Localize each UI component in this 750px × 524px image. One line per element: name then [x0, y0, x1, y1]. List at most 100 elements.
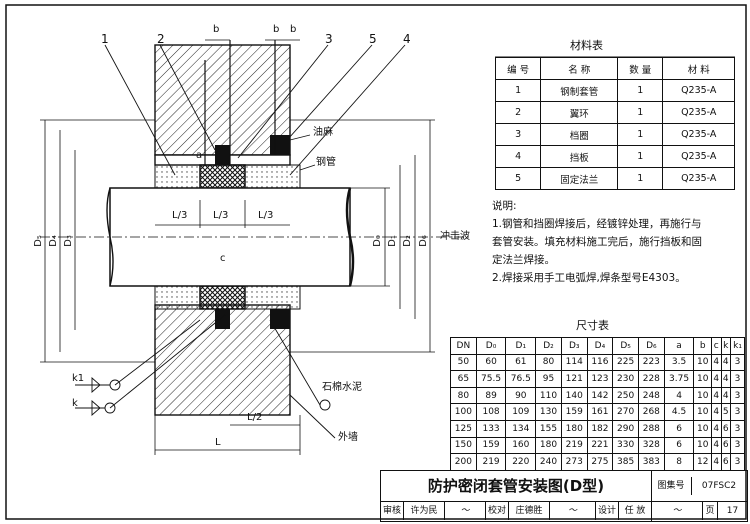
dimensions-header: D₃: [560, 337, 588, 355]
label-l3-b: L/3: [213, 210, 229, 221]
design-label: 设计: [596, 502, 619, 520]
dimensions-cell: 109: [505, 403, 537, 421]
label-asbestos-cement: 石棉水泥: [322, 382, 362, 393]
materials-cell: Q235-A: [662, 101, 735, 124]
dimensions-cell: 4: [720, 353, 732, 372]
atlas-number: 07FSC2: [701, 481, 737, 491]
dimensions-cell: 159: [475, 436, 507, 455]
dimensions-cell: 80: [535, 353, 562, 372]
callout-1: 1: [101, 32, 109, 46]
materials-cell: 固定法兰: [540, 167, 619, 190]
notes: 说明: 1.钢管和挡圈焊接后，经镀锌处理，再施行与 套管安装。填充材料施工完后，…: [492, 197, 742, 287]
diameter-dimensions: [40, 119, 435, 363]
dimensions-cell: 50: [450, 353, 477, 372]
materials-cell: 1: [617, 167, 664, 190]
label-l3-a: L/3: [172, 210, 188, 221]
dimensions-cell: 182: [586, 419, 614, 438]
flange-plates: [204, 40, 290, 329]
dimensions-cell: 10: [693, 419, 713, 438]
label-d6: D₆: [417, 235, 429, 247]
dimensions-cell: 268: [637, 403, 665, 421]
dimensions-cell: 108: [475, 403, 507, 421]
check-label: 校对: [486, 502, 509, 520]
materials-header: 编 号: [494, 57, 542, 80]
materials-cell: 挡板: [540, 145, 619, 168]
dimensions-header: D₂: [535, 337, 562, 355]
length-dimensions: [154, 39, 301, 455]
dimensions-cell: 121: [560, 370, 588, 388]
dimensions-cell: 89: [475, 386, 507, 405]
materials-cell: 1: [494, 79, 542, 102]
materials-cell: 3: [494, 123, 542, 146]
dimensions-cell: 5: [720, 403, 732, 421]
materials-cell: 翼环: [540, 101, 619, 124]
label-a: a: [196, 150, 203, 161]
materials-cell: Q235-A: [662, 123, 735, 146]
dimensions-cell: 114: [560, 353, 588, 372]
label-grease: 油麻: [313, 127, 333, 138]
dimensions-cell: 12: [693, 453, 713, 471]
title-block: 防护密闭套管安装图(D型) 图集号 07FSC2 审核 许为民 〜 校对 庄德胜…: [380, 470, 748, 522]
dimensions-cell: 123: [586, 370, 614, 388]
wall-section-upper: [154, 44, 291, 156]
dimensions-cell: 61: [505, 353, 537, 372]
dimensions-cell: 3: [730, 436, 745, 455]
dimensions-cell: 4: [711, 370, 722, 388]
dimensions-header: a: [663, 337, 695, 355]
label-blast-wave: 冲击波: [440, 231, 470, 242]
dimensions-cell: 75.5: [475, 370, 507, 388]
dimensions-cell: 3: [730, 386, 745, 405]
dimensions-cell: 3: [730, 353, 745, 372]
dimensions-cell: 290: [612, 419, 639, 438]
dimensions-header: c: [711, 337, 722, 355]
dimensions-cell: 3: [730, 403, 745, 421]
dimensions-cell: 3.75: [663, 370, 695, 388]
designer-signature: 〜: [652, 502, 703, 520]
dimensions-cell: 10: [693, 403, 713, 421]
dimensions-cell: 230: [612, 370, 639, 388]
note-line: 定法兰焊接。: [492, 254, 555, 266]
page-label: 页: [703, 502, 718, 520]
dimensions-cell: 4.5: [663, 403, 695, 421]
dimensions-cell: 328: [637, 436, 665, 455]
label-l2: L/2: [247, 412, 263, 423]
note-line: 2.焊接采用手工电弧焊,焊条型号E4303。: [492, 272, 686, 284]
dimensions-cell: 80: [450, 386, 477, 405]
callout-5: 5: [369, 32, 377, 46]
dimensions-cell: 100: [450, 403, 477, 421]
dimensions-cell: 155: [535, 419, 562, 438]
dimensions-cell: 385: [612, 453, 639, 471]
border: [5, 4, 747, 520]
label-d0: D₀: [371, 235, 383, 247]
dimensions-cell: 3: [730, 453, 745, 471]
reviewer-signature: 〜: [445, 502, 486, 520]
dimensions-cell: 10: [693, 386, 713, 405]
dimensions-cell: 10: [693, 436, 713, 455]
dimensions-cell: 200: [450, 453, 477, 471]
reviewer-name: 许为民: [404, 502, 445, 520]
checker-signature: 〜: [550, 502, 596, 520]
dimensions-cell: 4: [720, 386, 732, 405]
dimensions-cell: 3: [730, 419, 745, 438]
dimensions-cell: 3: [730, 370, 745, 388]
dimensions-cell: 125: [450, 419, 477, 438]
dimensions-cell: 220: [505, 453, 537, 471]
dimensions-cell: 4: [711, 436, 722, 455]
dimensions-header: b: [693, 337, 713, 355]
dimensions-cell: 3.5: [663, 353, 695, 372]
materials-cell: 1: [617, 101, 664, 124]
dimensions-cell: 150: [450, 436, 477, 455]
atlas-label: 图集号: [651, 477, 692, 495]
dimensions-cell: 228: [637, 370, 665, 388]
dimensions-cell: 161: [586, 403, 614, 421]
dimensions-cell: 330: [612, 436, 639, 455]
